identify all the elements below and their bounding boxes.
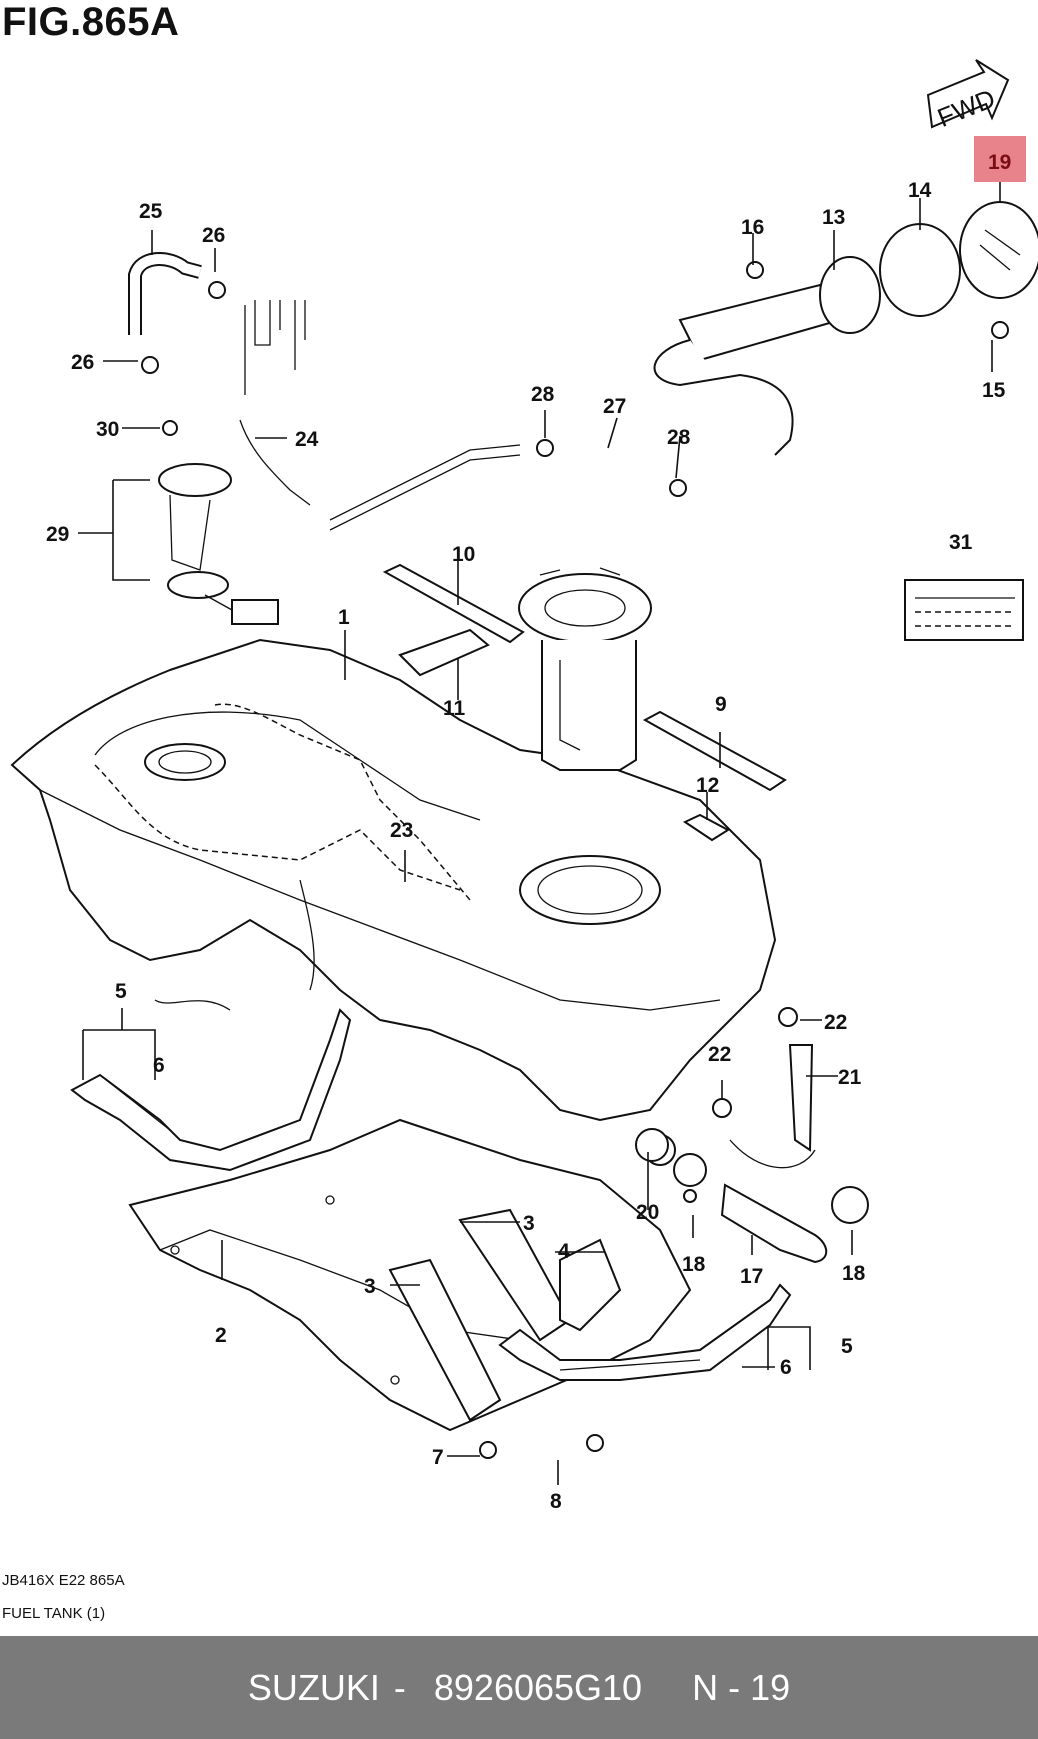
callout-17: 17 xyxy=(740,1265,763,1288)
callout-14: 14 xyxy=(908,179,932,202)
callout-8: 8 xyxy=(550,1490,562,1513)
callout-4: 4 xyxy=(558,1240,570,1263)
callout-20: 20 xyxy=(636,1201,659,1224)
callout-28a: 28 xyxy=(531,383,555,406)
fwd-arrow-icon: FWD xyxy=(926,59,1010,133)
callout-11: 11 xyxy=(443,697,466,720)
leader-lines xyxy=(78,182,1001,1485)
filler-neck-assembly xyxy=(653,201,1038,456)
callout-6a: 6 xyxy=(153,1054,165,1077)
callout-6b: 6 xyxy=(780,1356,792,1379)
callout-25: 25 xyxy=(139,200,163,223)
caution-label-drawing xyxy=(904,579,1024,641)
callout-18b: 18 xyxy=(842,1262,866,1285)
callout-28b: 28 xyxy=(667,426,691,449)
callout-31: 31 xyxy=(949,531,973,554)
callout-9: 9 xyxy=(715,693,727,716)
callout-21: 21 xyxy=(838,1066,862,1089)
callout-5a: 5 xyxy=(115,980,127,1003)
callout-12: 12 xyxy=(696,774,719,797)
footer-separator: - xyxy=(393,1666,406,1708)
figure-title: FIG.865A xyxy=(2,0,180,44)
callout-22a: 22 xyxy=(824,1011,847,1034)
diagram-reference-code: JB416X E22 865A xyxy=(2,1572,125,1589)
callout-16: 16 xyxy=(741,216,764,239)
callout-3b: 3 xyxy=(364,1275,376,1298)
breather-hose-assembly xyxy=(128,252,521,531)
footer-position: N - 19 xyxy=(692,1666,791,1708)
footer-part-number: 8926065G10 xyxy=(433,1666,643,1708)
fuel-pump-module xyxy=(518,567,652,771)
part-footer-bar: SUZUKI - 8926065G10 N - 19 xyxy=(0,1636,1038,1739)
callout-labels: 1 2 3 3 4 5 5 6 6 7 8 9 10 11 12 13 14 1… xyxy=(46,151,1011,1513)
callout-29: 29 xyxy=(46,523,69,546)
callout-26b: 26 xyxy=(71,351,94,374)
exploded-parts-diagram: FWD xyxy=(10,59,1038,1513)
callout-1: 1 xyxy=(338,606,350,629)
callout-2: 2 xyxy=(215,1324,227,1347)
diagram-reference-name: FUEL TANK (1) xyxy=(2,1605,106,1622)
tank-strap-left xyxy=(70,1008,352,1172)
callout-22b: 22 xyxy=(708,1043,731,1066)
filler-hoses xyxy=(644,1044,869,1264)
callout-13: 13 xyxy=(822,206,845,229)
bolts-and-clamps xyxy=(141,261,1009,1459)
callout-23: 23 xyxy=(390,819,413,842)
callout-3a: 3 xyxy=(523,1212,535,1235)
callout-5b: 5 xyxy=(841,1335,853,1358)
callout-24: 24 xyxy=(295,428,319,451)
callout-19: 19 xyxy=(988,151,1011,174)
callout-26a: 26 xyxy=(202,224,225,247)
callout-30: 30 xyxy=(96,418,119,441)
tank-strap-right xyxy=(498,1283,792,1381)
highlighted-part-marker xyxy=(974,136,1026,182)
footer-brand: SUZUKI xyxy=(247,1666,380,1708)
callout-10: 10 xyxy=(452,543,475,566)
callout-18a: 18 xyxy=(682,1253,706,1276)
callout-15: 15 xyxy=(982,379,1006,402)
fuel-level-sender xyxy=(158,463,279,625)
callout-27: 27 xyxy=(603,395,626,418)
callout-7: 7 xyxy=(432,1446,444,1469)
insulator-pads xyxy=(382,563,787,842)
